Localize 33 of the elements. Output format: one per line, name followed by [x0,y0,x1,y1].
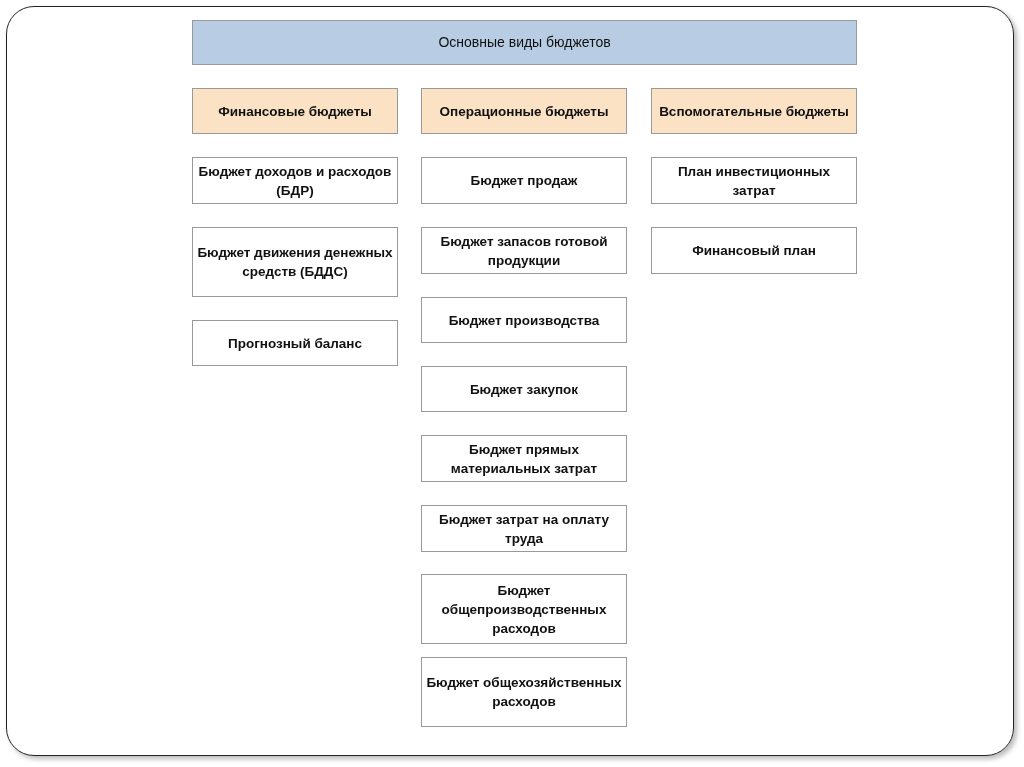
box-label: Бюджет продаж [470,172,578,190]
box-label: Бюджет закупок [469,380,579,399]
box-label: Бюджет запасов готовой продукции [439,232,609,270]
box-label: План инвестиционных затрат [676,162,832,200]
category-box [651,88,857,134]
budget-box [651,227,857,274]
box-label: Бюджет движения денежных средств (БДДС) [197,244,393,281]
budget-box [421,157,627,204]
budget-box [421,227,627,274]
box-label: Бюджет доходов и расходов (БДР) [197,162,393,200]
budget-box [651,157,857,204]
box-label: Финансовый план [692,242,816,260]
heading-box [192,20,857,65]
box-label: Бюджет производства [448,311,600,330]
budget-box [421,505,627,552]
category-box [421,88,627,134]
box-label: Бюджет затрат на оплату труда [438,510,610,548]
heading-text: Основные виды бюджетов [438,33,611,52]
box-label: Финансовые бюджеты [218,102,372,121]
budget-box [421,574,627,644]
budget-box [192,320,398,366]
box-label: Операционные бюджеты [439,102,609,121]
budget-box [192,227,398,297]
box-label: Бюджет общехозяйственных расходов [426,674,622,711]
budget-box [421,435,627,482]
category-box [192,88,398,134]
budget-box [421,657,627,727]
box-label: Бюджет прямых материальных затрат [449,440,599,478]
budget-box [421,366,627,412]
box-label: Бюджет общепроизводственных расходов [440,581,608,638]
box-label: Прогнозный баланс [227,334,363,353]
box-label: Вспомогательные бюджеты [659,102,849,121]
budget-box [421,297,627,343]
